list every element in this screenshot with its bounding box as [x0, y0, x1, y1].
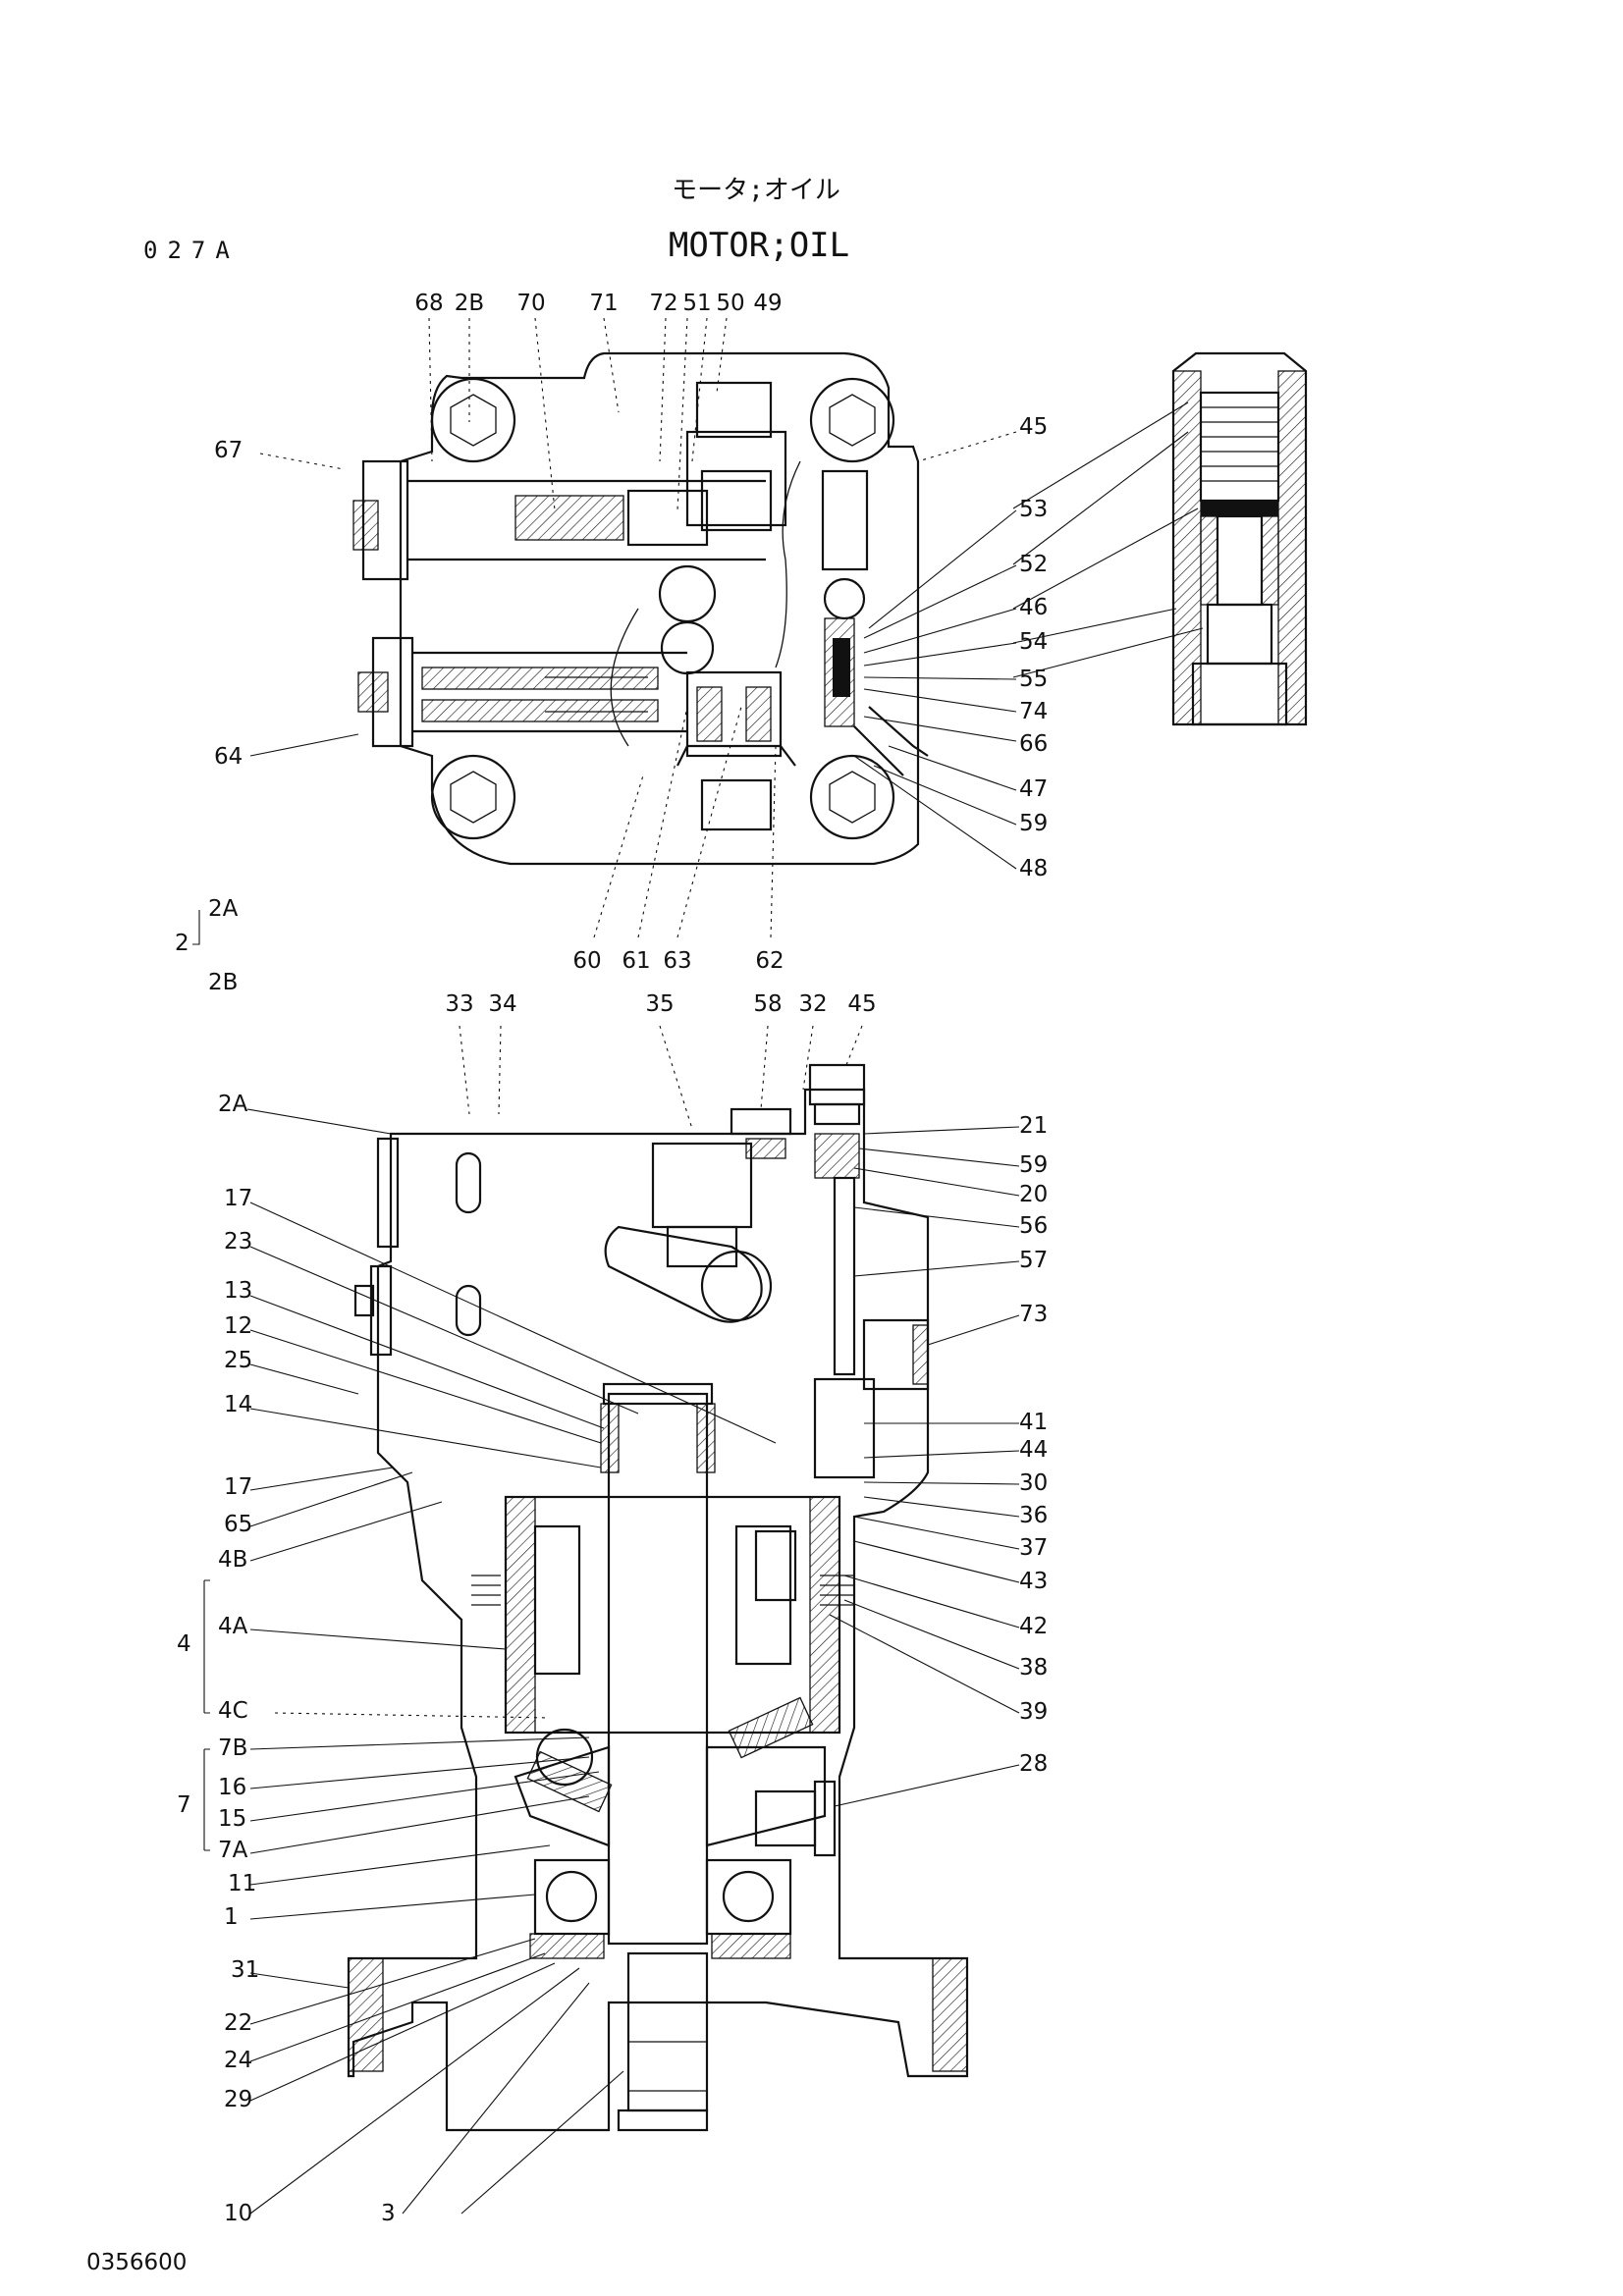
callout-31: 22	[224, 2010, 252, 2036]
top-view-drawing	[352, 351, 929, 866]
group-4-parent: 4	[177, 1631, 191, 1657]
callout-68: 68	[414, 291, 443, 316]
callout-71: 71	[589, 291, 618, 316]
callout-9: 11	[228, 1871, 256, 1896]
callout-44: 44	[1019, 1437, 1048, 1463]
callout-43: 43	[1019, 1569, 1048, 1594]
callout-62: 62	[755, 948, 784, 974]
callout-54: 54	[1019, 629, 1048, 655]
callout-74: 74	[1019, 699, 1048, 724]
callout-72: 72	[649, 291, 677, 316]
callout-51: 51	[682, 291, 711, 316]
callout-59-top: 59	[1019, 811, 1048, 836]
callout-17-lower: 17	[224, 1474, 252, 1500]
callout-66: 66	[1019, 731, 1048, 757]
callout-36: 36	[1019, 1503, 1048, 1528]
callout-4B: 4B	[218, 1547, 247, 1573]
callout-21: 21	[1019, 1113, 1048, 1139]
callout-2A: 2A	[218, 1092, 248, 1117]
callout-39: 39	[1019, 1699, 1048, 1725]
callout-32: 32	[798, 991, 827, 1017]
callout-35: 35	[645, 991, 674, 1017]
callout-50: 50	[716, 291, 744, 316]
callout-10: 3	[381, 2201, 396, 2226]
callout-63: 63	[663, 948, 691, 974]
callout-73: 73	[1019, 1302, 1048, 1327]
callout-49: 49	[753, 291, 782, 316]
group-7-parent: 7	[177, 1792, 191, 1818]
callout-2B: 2B	[455, 291, 484, 316]
callout-65: 65	[224, 1512, 252, 1537]
callout-52: 52	[1019, 552, 1048, 577]
group-7-bracket: 7 7B 16 15 7A	[177, 1735, 248, 1863]
group-4-bracket: 4 4B 4A 4C	[177, 1547, 248, 1724]
callout-7A: 7A	[218, 1838, 248, 1863]
callout-56: 56	[1019, 1213, 1048, 1239]
page-code: 027A	[143, 237, 240, 264]
callout-64: 64	[214, 744, 243, 770]
group-2-child-b: 2B	[208, 970, 238, 995]
callout-1: 31	[231, 1957, 259, 1983]
callout-24: 29	[224, 2087, 252, 2112]
group-2-parent: 2	[175, 931, 189, 956]
callout-38: 38	[1019, 1655, 1048, 1681]
title-en: MOTOR;OIL	[669, 226, 849, 265]
callout-45-bottom: 45	[847, 991, 876, 1017]
callout-14: 14	[224, 1392, 252, 1417]
title-jp: モータ;オイル	[672, 176, 840, 205]
callout-7B: 7B	[218, 1735, 247, 1761]
bottom-view-drawing	[347, 1063, 969, 2132]
callout-33: 33	[445, 991, 473, 1017]
callout-23: 23	[224, 1229, 252, 1255]
callout-30: 30	[1019, 1470, 1048, 1496]
callout-41: 41	[1019, 1410, 1048, 1435]
callout-45-top: 45	[1019, 414, 1048, 440]
callout-57: 57	[1019, 1248, 1048, 1273]
callout-59-bottom: 59	[1019, 1152, 1048, 1178]
callout-20: 20	[1019, 1182, 1048, 1207]
top-leader-lines	[249, 317, 1204, 938]
callout-15: 15	[218, 1806, 246, 1832]
callout-4A: 4A	[218, 1614, 248, 1639]
detail-view-drawing	[1171, 351, 1308, 726]
callout-12: 12	[224, 1313, 252, 1339]
callout-28: 28	[1019, 1751, 1048, 1777]
callout-60: 60	[572, 948, 601, 974]
callout-16: 16	[218, 1775, 246, 1800]
callout-22: 24	[224, 2048, 252, 2073]
callout-53: 53	[1019, 497, 1048, 522]
callout-37: 37	[1019, 1535, 1048, 1561]
callout-70: 70	[516, 291, 545, 316]
callout-61: 61	[622, 948, 650, 974]
drawing-number: 0356600	[86, 2250, 187, 2275]
callout-48: 48	[1019, 856, 1048, 881]
callout-13: 13	[224, 1278, 252, 1304]
callout-58: 58	[753, 991, 782, 1017]
group-2-child-a: 2A	[208, 896, 239, 922]
callout-67: 67	[214, 438, 243, 463]
callout-25: 25	[224, 1348, 252, 1373]
bottom-leader-lines	[246, 1025, 1020, 2215]
callout-29: 10	[224, 2201, 252, 2226]
callout-42: 42	[1019, 1614, 1048, 1639]
callout-34: 34	[488, 991, 516, 1017]
callout-17-upper: 17	[224, 1186, 252, 1211]
callout-55: 55	[1019, 667, 1048, 692]
callout-4C: 4C	[218, 1698, 248, 1724]
group-2-bracket: 2 2A 2B	[175, 896, 239, 995]
callout-47: 47	[1019, 776, 1048, 802]
callout-46: 46	[1019, 595, 1048, 620]
callout-11: 1	[224, 1904, 239, 1930]
